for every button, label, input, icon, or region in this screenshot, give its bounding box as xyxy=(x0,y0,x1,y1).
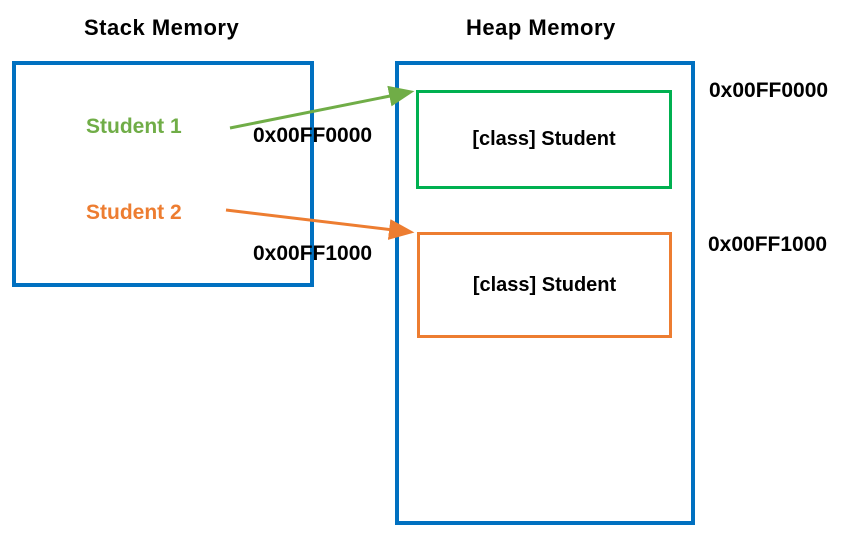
stack-variable-student1: Student 1 xyxy=(86,115,182,138)
heap-memory-title: Heap Memory xyxy=(466,15,616,40)
stack-memory-box xyxy=(12,61,314,287)
pointer-address-student2: 0x00FF1000 xyxy=(253,242,373,265)
heap-object-box-student1: [class] Student xyxy=(416,90,672,189)
stack-variable-student2: Student 2 xyxy=(86,201,182,224)
heap-object-label: [class] Student xyxy=(472,128,616,150)
heap-object-box-student2: [class] Student xyxy=(417,232,672,338)
heap-memory-box xyxy=(395,61,695,525)
heap-object-label: [class] Student xyxy=(472,273,617,296)
pointer-address-student1: 0x00FF0000 xyxy=(253,124,373,147)
stack-memory-title: Stack Memory xyxy=(84,15,240,40)
heap-address-label-2: 0x00FF1000 xyxy=(708,233,828,256)
heap-address-label-1: 0x00FF0000 xyxy=(709,79,829,102)
